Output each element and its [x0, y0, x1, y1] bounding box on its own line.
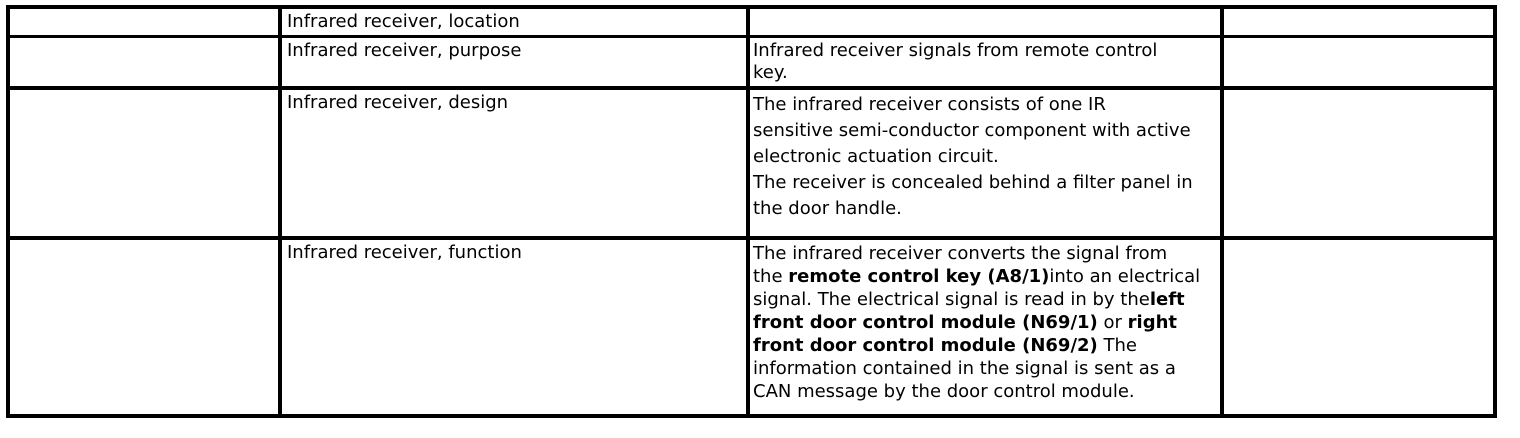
empty-cell-left	[6, 86, 282, 240]
table-row-purpose: Infrared receiver, purpose Infrared rece…	[6, 35, 1497, 90]
empty-cell-right	[1220, 5, 1497, 38]
row-label-function: Infrared receiver, function	[278, 236, 750, 418]
description-text: The infrared receiver consists of one IR…	[753, 94, 1193, 219]
table-row-location: Infrared receiver, location	[6, 5, 1497, 38]
row-desc-function: The infrared receiver converts the signa…	[746, 236, 1224, 418]
row-label-location: Infrared receiver, location	[278, 5, 750, 38]
row-desc-location	[746, 5, 1224, 38]
table-row-design: Infrared receiver, design The infrared r…	[6, 86, 1497, 240]
description-text: The infrared receiver converts the signa…	[753, 243, 1201, 402]
row-desc-design: The infrared receiver consists of one IR…	[746, 86, 1224, 240]
empty-cell-left	[6, 35, 282, 90]
empty-cell-left	[6, 236, 282, 418]
row-label-design: Infrared receiver, design	[278, 86, 750, 240]
empty-cell-right	[1220, 35, 1497, 90]
row-label-purpose: Infrared receiver, purpose	[278, 35, 750, 90]
empty-cell-right	[1220, 236, 1497, 418]
description-text: Infrared receiver signals from remote co…	[753, 40, 1158, 83]
empty-cell-left	[6, 5, 282, 38]
empty-cell-right	[1220, 86, 1497, 240]
infrared-receiver-table: Infrared receiver, location Infrared rec…	[6, 5, 1497, 418]
table-row-function: Infrared receiver, function The infrared…	[6, 236, 1497, 418]
row-desc-purpose: Infrared receiver signals from remote co…	[746, 35, 1224, 90]
